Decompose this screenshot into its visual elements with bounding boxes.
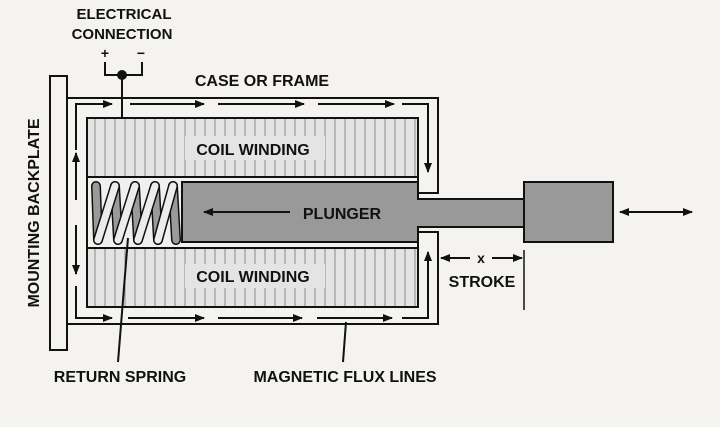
- connection-node: [117, 70, 127, 80]
- stroke-label: STROKE: [449, 274, 516, 291]
- plus-terminal-label: +: [101, 45, 109, 61]
- minus-terminal-label: −: [137, 45, 145, 61]
- plunger-end-block: [523, 181, 614, 243]
- return-spring-leader: [117, 237, 129, 363]
- coil-winding-top-label: COIL WINDING: [196, 142, 309, 159]
- flux-lines-leader: [342, 321, 347, 363]
- magnetic-flux-lines: [72, 100, 432, 322]
- electrical-connection-label-2: CONNECTION: [72, 26, 173, 43]
- case-frame: [67, 97, 439, 325]
- mounting-backplate: [49, 75, 68, 351]
- stroke-x-label: x: [477, 250, 485, 266]
- return-spring-label: RETURN SPRING: [54, 369, 186, 386]
- electrical-connection-label-1: ELECTRICAL: [77, 6, 172, 23]
- case-or-frame-label: CASE OR FRAME: [195, 73, 330, 90]
- coil-winding-bottom-label: COIL WINDING: [196, 269, 309, 286]
- mounting-backplate-label: MOUNTING BACKPLATE: [26, 118, 43, 307]
- return-spring: [91, 181, 181, 245]
- magnetic-flux-lines-label: MAGNETIC FLUX LINES: [253, 369, 436, 386]
- plunger-label: PLUNGER: [303, 206, 382, 223]
